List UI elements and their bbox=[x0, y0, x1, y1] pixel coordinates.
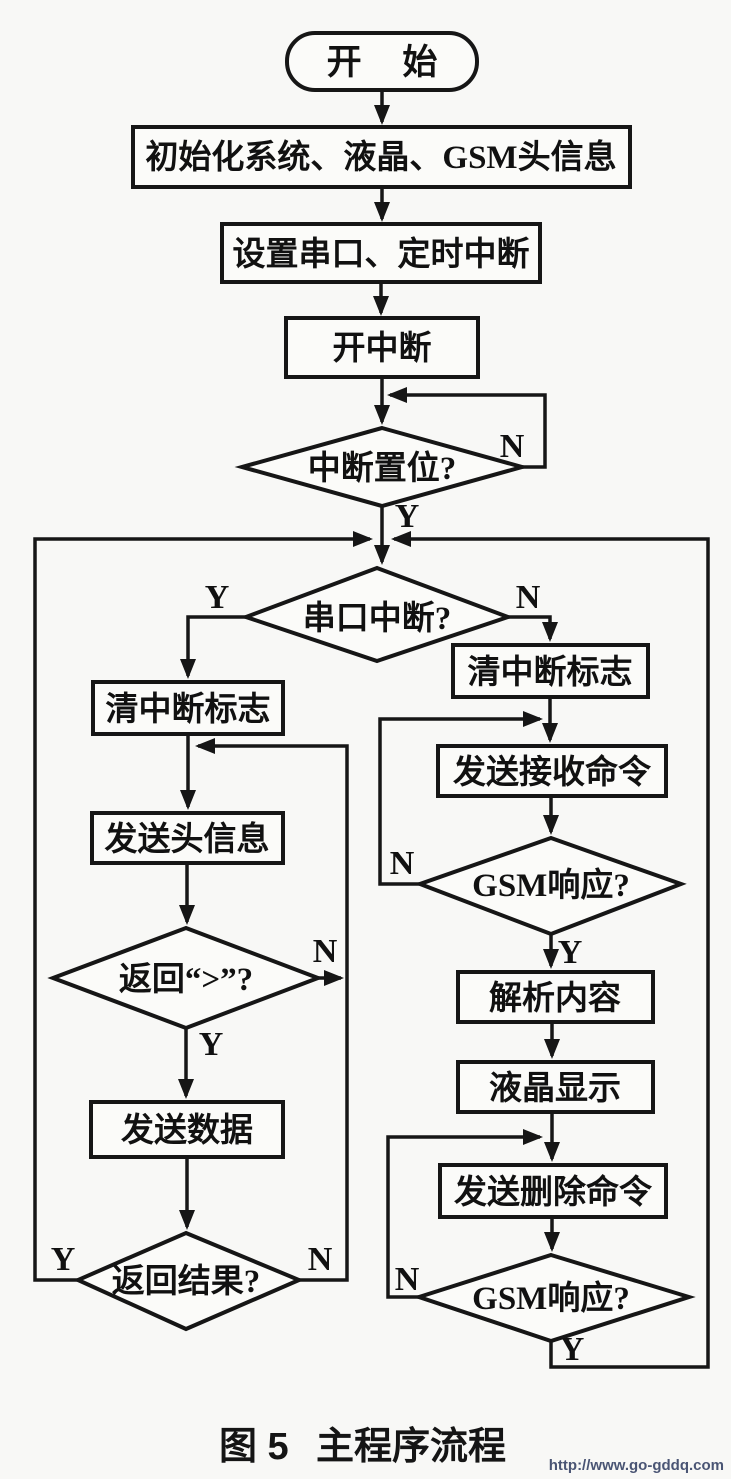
init-box bbox=[131, 125, 632, 189]
node-return-prompt: 返回“>”? bbox=[47, 925, 324, 1031]
edge-interruptset-no-loop bbox=[387, 387, 547, 469]
node-return-result: 返回结果? bbox=[73, 1230, 305, 1332]
send-delete-cmd-box bbox=[438, 1163, 668, 1219]
interrupt-set-label: 中断置位? bbox=[308, 449, 457, 487]
set-serial-timer-label: 设置串口、定时中断 bbox=[233, 235, 530, 273]
gsm-response-delete-label: GSM响应? bbox=[472, 1279, 630, 1317]
set-serial-timer-box bbox=[220, 222, 542, 284]
send-receive-cmd-label: 发送接收命令 bbox=[453, 753, 652, 791]
node-send-header: 发送头信息 bbox=[90, 811, 285, 865]
gsm-response-delete-diamond bbox=[412, 1252, 696, 1344]
clear-flag-timer-label: 清中断标志 bbox=[468, 654, 633, 691]
node-send-delete-cmd: 发送删除命令 bbox=[438, 1163, 668, 1219]
node-send-data: 发送数据 bbox=[89, 1100, 285, 1159]
gsm-response-recv-label: GSM响应? bbox=[472, 866, 630, 904]
edge-gsmdelete-no-loop bbox=[386, 1129, 543, 1299]
enable-interrupt-label: 开中断 bbox=[333, 330, 432, 367]
clear-flag-timer-box bbox=[451, 643, 650, 699]
node-serial-interrupt: 串口中断? bbox=[240, 565, 514, 664]
node-set-serial-timer: 设置串口、定时中断 bbox=[220, 222, 542, 284]
clear-flag-serial-label: 清中断标志 bbox=[106, 691, 271, 728]
gsm-delete-no-label: N bbox=[395, 1261, 420, 1298]
serial-interrupt-label: 串口中断? bbox=[303, 600, 452, 637]
return-result-label: 返回结果? bbox=[112, 1263, 261, 1300]
node-send-receive-cmd: 发送接收命令 bbox=[436, 744, 668, 798]
node-start: 开 始 bbox=[285, 31, 479, 92]
edge-returnresult-yes-outer-left bbox=[33, 531, 373, 1282]
return-prompt-diamond bbox=[47, 925, 324, 1031]
enable-interrupt-box bbox=[284, 316, 480, 379]
return-prompt-label: 返回“>”? bbox=[119, 961, 253, 998]
node-clear-flag-serial: 清中断标志 bbox=[91, 680, 285, 736]
lcd-display-box bbox=[456, 1060, 655, 1114]
figure-caption: 图 5 主程序流程 bbox=[219, 1426, 506, 1468]
gsm-delete-yes-label: Y bbox=[560, 1331, 585, 1368]
interrupt-set-diamond bbox=[234, 425, 530, 509]
serial-interrupt-no-label: N bbox=[516, 579, 541, 616]
branch-labels: N Y Y N N Y Y N N Y N Y bbox=[51, 428, 585, 1368]
start-label: 开 始 bbox=[327, 43, 454, 82]
edge-gsmrecv-no-loop bbox=[378, 711, 543, 886]
clear-flag-serial-box bbox=[91, 680, 285, 736]
start-terminator-shape bbox=[285, 31, 479, 92]
gsm-response-recv-diamond bbox=[414, 835, 687, 937]
serial-interrupt-diamond bbox=[240, 565, 514, 664]
init-label: 初始化系统、液晶、GSM头信息 bbox=[145, 138, 616, 176]
gsm-recv-yes-label: Y bbox=[558, 934, 583, 971]
node-lcd-display: 液晶显示 bbox=[456, 1060, 655, 1114]
node-gsm-response-delete: GSM响应? bbox=[412, 1252, 696, 1344]
interrupt-set-no-label: N bbox=[500, 428, 525, 465]
return-prompt-no-label: N bbox=[313, 933, 338, 970]
parse-content-box bbox=[456, 970, 655, 1024]
send-delete-cmd-label: 发送删除命令 bbox=[454, 1173, 653, 1211]
send-data-box bbox=[89, 1100, 285, 1159]
node-init: 初始化系统、液晶、GSM头信息 bbox=[131, 125, 632, 189]
return-result-no-label: N bbox=[308, 1241, 333, 1278]
return-result-diamond bbox=[73, 1230, 305, 1332]
send-data-label: 发送数据 bbox=[121, 1112, 253, 1149]
edge-left-retry-loop bbox=[195, 738, 349, 1282]
edge-gsmdelete-yes-outer-right bbox=[391, 531, 710, 1369]
return-result-yes-label: Y bbox=[51, 1241, 76, 1278]
return-prompt-yes-label: Y bbox=[199, 1026, 224, 1063]
edge-serial-no bbox=[508, 615, 558, 642]
watermark-url: http://www.go-gddq.com bbox=[549, 1457, 724, 1474]
flow-edges bbox=[33, 90, 710, 1369]
lcd-display-label: 液晶显示 bbox=[489, 1070, 621, 1107]
figure-number: 图 5 bbox=[219, 1426, 289, 1468]
edge-serial-yes bbox=[180, 615, 246, 679]
serial-interrupt-yes-label: Y bbox=[205, 579, 230, 616]
parse-content-label: 解析内容 bbox=[489, 980, 621, 1017]
figure-title: 主程序流程 bbox=[316, 1426, 506, 1468]
interrupt-set-yes-label: Y bbox=[395, 498, 420, 535]
node-interrupt-set: 中断置位? bbox=[234, 425, 530, 509]
node-parse-content: 解析内容 bbox=[456, 970, 655, 1024]
node-enable-interrupt: 开中断 bbox=[284, 316, 480, 379]
node-gsm-response-recv: GSM响应? bbox=[414, 835, 687, 937]
send-header-label: 发送头信息 bbox=[105, 820, 270, 858]
send-receive-cmd-box bbox=[436, 744, 668, 798]
send-header-box bbox=[90, 811, 285, 865]
node-clear-flag-timer: 清中断标志 bbox=[451, 643, 650, 699]
gsm-recv-no-label: N bbox=[390, 845, 415, 882]
